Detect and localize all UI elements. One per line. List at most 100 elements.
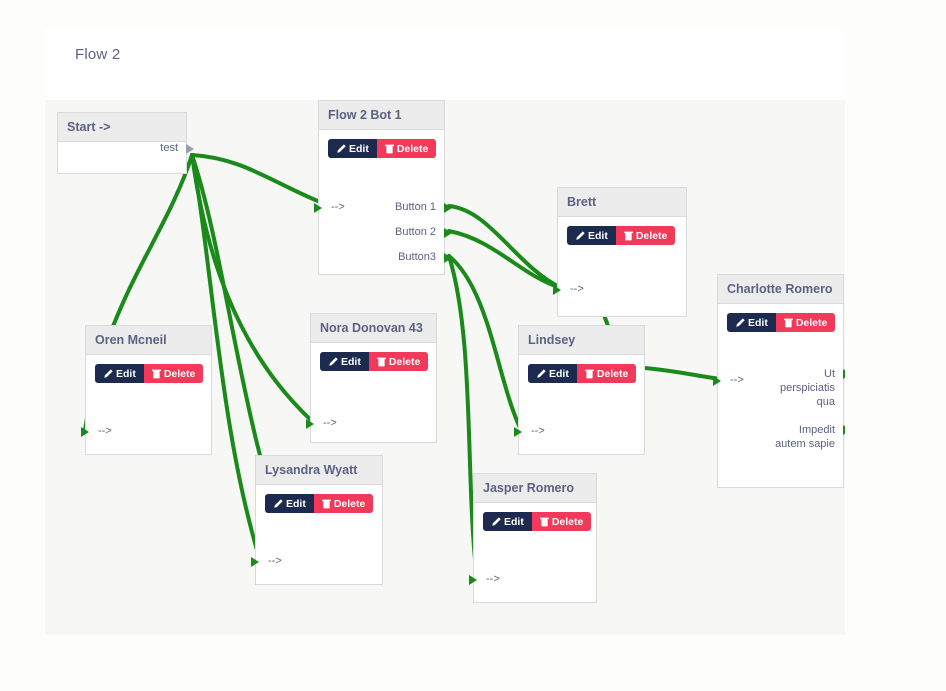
delete-button-label: Delete [333, 497, 366, 510]
trash-icon [376, 357, 386, 367]
edit-button[interactable]: Edit [95, 364, 144, 383]
node-title: Brett [558, 188, 686, 217]
delete-button[interactable]: Delete [531, 512, 592, 531]
edit-button-label: Edit [549, 367, 569, 380]
flow-node-start[interactable]: Start ->test [57, 112, 194, 174]
node-actions: Edit Delete [265, 494, 374, 513]
delete-button-label: Delete [163, 367, 196, 380]
delete-button-label: Delete [396, 142, 429, 155]
flow-edge[interactable] [643, 366, 723, 381]
delete-button[interactable]: Delete [313, 494, 374, 513]
input-port-marker[interactable] [81, 427, 89, 437]
node-body: test [58, 142, 194, 174]
edge-layer [83, 153, 723, 580]
trash-icon [321, 499, 331, 509]
flow-edge[interactable] [447, 254, 523, 432]
node-body: Edit Delete --> [81, 355, 211, 455]
flow-edge[interactable] [447, 204, 563, 290]
edit-button[interactable]: Edit [528, 364, 577, 383]
input-port-marker[interactable] [514, 427, 522, 437]
input-port-label: --> [331, 201, 345, 213]
edit-button[interactable]: Edit [328, 139, 377, 158]
delete-button-label: Delete [596, 367, 629, 380]
input-port-marker[interactable] [251, 557, 259, 567]
trash-icon [384, 144, 394, 154]
edit-button-label: Edit [748, 316, 768, 329]
delete-button[interactable]: Delete [368, 352, 429, 371]
output-port-label: Button 2 [395, 226, 436, 238]
edit-button[interactable]: Edit [265, 494, 314, 513]
delete-button[interactable]: Delete [775, 313, 836, 332]
node-title: Flow 2 Bot 1 [319, 101, 444, 130]
edit-button[interactable]: Edit [567, 226, 616, 245]
output-port-label: Ut perspiciatis qua [779, 368, 835, 408]
flow-edge[interactable] [190, 153, 262, 562]
delete-button[interactable]: Delete [143, 364, 204, 383]
flow-edge[interactable] [447, 229, 563, 290]
edit-button[interactable]: Edit [320, 352, 369, 371]
output-port-label: Impedit autem sapie [775, 424, 835, 450]
output-port-marker[interactable] [186, 144, 194, 154]
node-actions: Edit Delete [328, 139, 437, 158]
page-title: Flow 2 [75, 46, 121, 63]
delete-button[interactable]: Delete [576, 364, 637, 383]
flow-edge[interactable] [190, 153, 332, 208]
output-port-marker[interactable] [444, 203, 452, 213]
output-port-label: test [160, 142, 178, 154]
node-title: Lysandra Wyatt [256, 456, 382, 485]
input-port-marker[interactable] [469, 575, 477, 585]
input-port-label: --> [98, 425, 112, 437]
node-title: Charlotte Romero [718, 275, 843, 304]
node-title: Lindsey [519, 326, 644, 355]
node-actions: Edit Delete [567, 226, 676, 245]
edit-icon [575, 230, 585, 241]
delete-button-label: Delete [635, 229, 668, 242]
node-title: Start -> [58, 113, 186, 142]
output-port-marker[interactable] [444, 228, 452, 238]
input-port-marker[interactable] [306, 419, 314, 429]
edit-button[interactable]: Edit [727, 313, 776, 332]
input-port-label: --> [486, 573, 500, 585]
node-actions: Edit Delete [320, 352, 429, 371]
delete-button-label: Delete [795, 316, 828, 329]
output-port-marker[interactable] [843, 369, 845, 379]
edit-button-label: Edit [341, 355, 361, 368]
edit-icon [336, 143, 346, 154]
output-port-marker[interactable] [843, 425, 845, 435]
node-actions: Edit Delete [483, 512, 592, 531]
edit-button-label: Edit [116, 367, 136, 380]
delete-button[interactable]: Delete [615, 226, 676, 245]
edit-icon [103, 368, 113, 379]
delete-button[interactable]: Delete [376, 139, 437, 158]
node-title: Jasper Romero [474, 474, 596, 503]
input-port-marker[interactable] [314, 203, 322, 213]
trash-icon [151, 369, 161, 379]
edit-button-label: Edit [588, 229, 608, 242]
input-port-marker[interactable] [713, 376, 721, 386]
edit-button[interactable]: Edit [483, 512, 532, 531]
page-header: Flow 2 [45, 28, 845, 101]
input-port-label: --> [730, 374, 744, 386]
node-body: Edit Delete --> [553, 217, 686, 317]
node-title: Nora Donovan 43 [311, 314, 436, 343]
input-port-marker[interactable] [553, 285, 561, 295]
edit-icon [491, 516, 501, 527]
node-title: Oren Mcneil [86, 326, 211, 355]
delete-button-label: Delete [551, 515, 584, 528]
input-port-label: --> [570, 283, 584, 295]
output-port-marker[interactable] [444, 253, 452, 263]
